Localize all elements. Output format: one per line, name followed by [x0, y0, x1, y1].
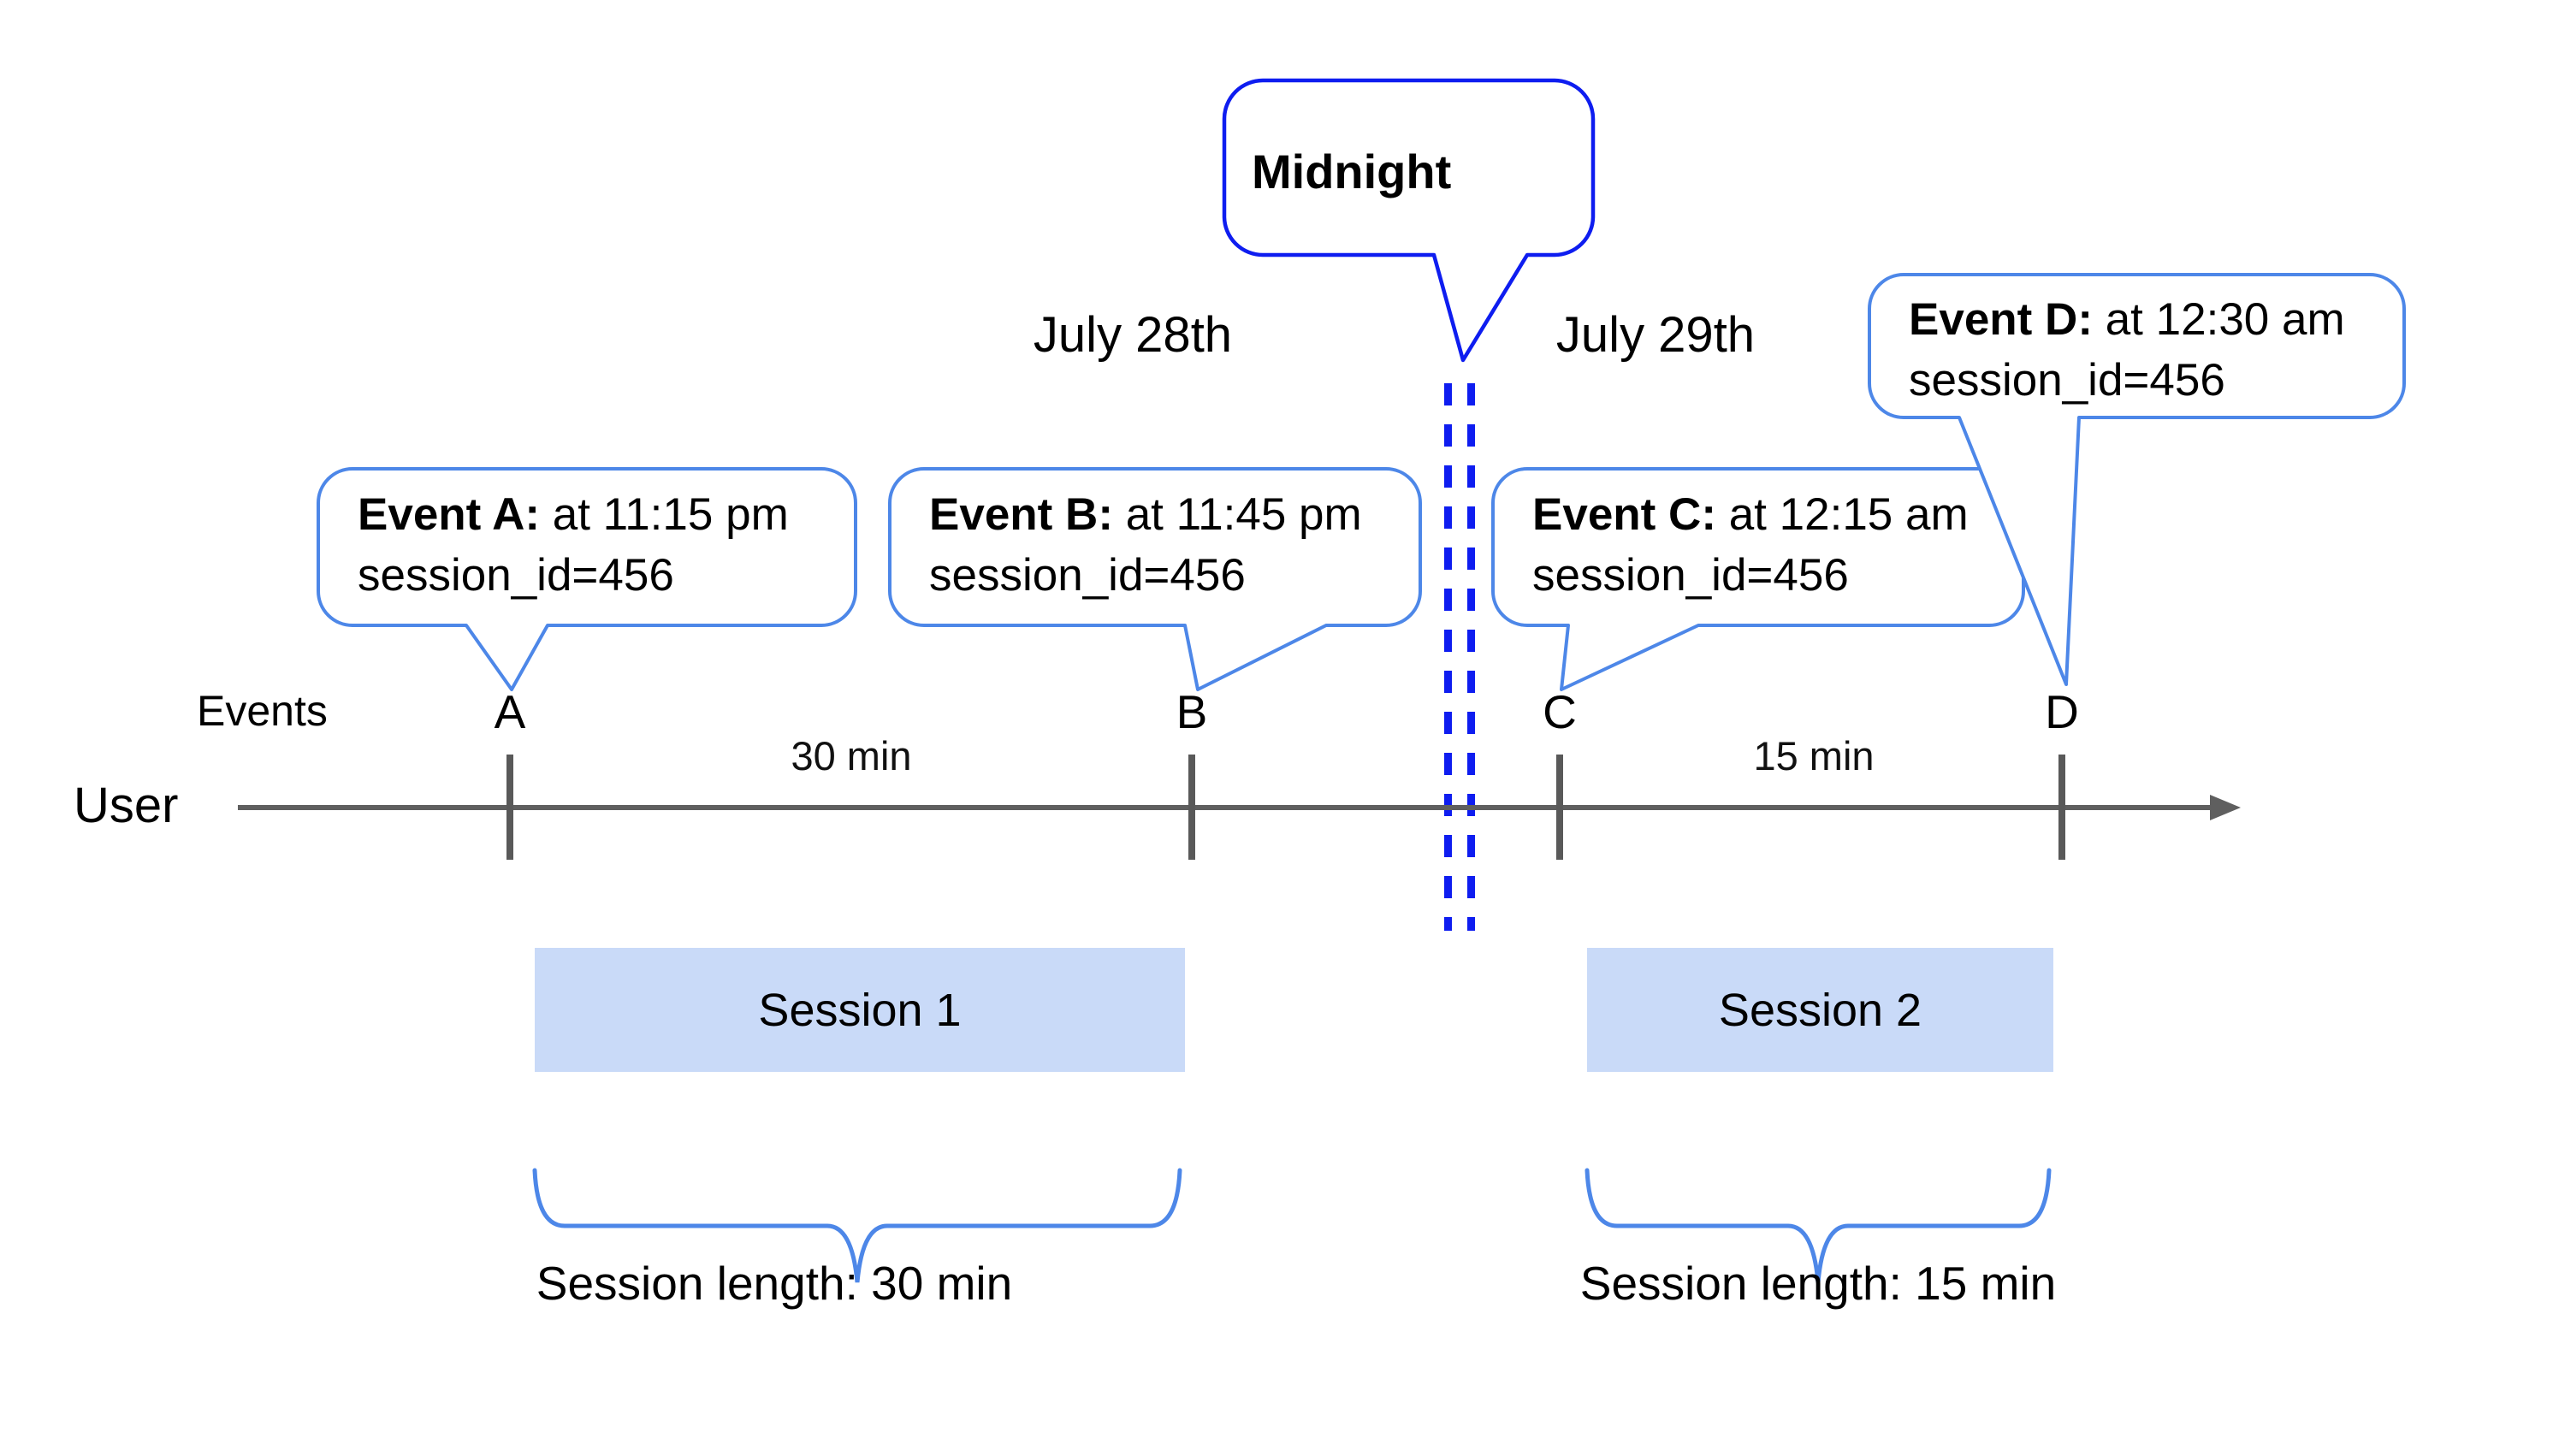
event-letter-b: B — [1176, 685, 1208, 738]
event-a-line1: Event A: at 11:15 pm — [358, 489, 789, 540]
events-row-label: Events — [197, 687, 328, 735]
event-d-line1: Event D: at 12:30 am — [1909, 294, 2345, 345]
tick-event-a — [506, 755, 513, 860]
event-c-text: Event C: at 12:15 am session_id=456 — [1532, 484, 1969, 606]
session-2-brace — [1585, 1168, 2052, 1283]
event-a-text: Event A: at 11:15 pm session_id=456 — [358, 484, 789, 606]
midnight-label: Midnight — [1252, 145, 1452, 198]
session-2-box: Session 2 — [1587, 948, 2053, 1072]
timeline-arrowhead-icon — [2210, 795, 2241, 820]
session-2-label: Session 2 — [1718, 984, 1922, 1036]
event-c-line2: session_id=456 — [1532, 550, 1849, 601]
event-letter-a: A — [494, 685, 526, 738]
event-b-line2: session_id=456 — [929, 550, 1246, 601]
event-a-line2: session_id=456 — [358, 550, 674, 601]
event-a-bubble — [317, 467, 857, 691]
event-c-line1: Event C: at 12:15 am — [1532, 489, 1969, 540]
timeline-axis — [238, 805, 2210, 810]
tick-event-c — [1556, 755, 1563, 860]
midnight-dashed-line-right — [1467, 383, 1475, 931]
day-label-july-29: July 29th — [1555, 307, 1756, 363]
event-d-line2: session_id=456 — [1909, 355, 2225, 405]
event-letter-d: D — [2045, 685, 2079, 738]
tick-event-b — [1188, 755, 1195, 860]
event-b-line1: Event B: at 11:45 pm — [929, 489, 1362, 540]
session-2-length-label: Session length: 15 min — [1579, 1257, 2057, 1310]
event-letter-c: C — [1543, 685, 1577, 738]
midnight-dashed-line-left — [1444, 383, 1452, 931]
interval-label-30min: 30 min — [791, 733, 912, 778]
event-b-text: Event B: at 11:45 pm session_id=456 — [929, 484, 1362, 606]
interval-label-15min: 15 min — [1753, 733, 1875, 778]
session-1-box: Session 1 — [535, 948, 1185, 1072]
user-row-label: User — [74, 778, 179, 833]
session-1-label: Session 1 — [758, 984, 962, 1036]
event-d-text: Event D: at 12:30 am session_id=456 — [1909, 289, 2345, 411]
event-b-bubble — [888, 467, 1422, 691]
midnight-bubble — [1222, 78, 1596, 363]
event-d-bubble — [1868, 273, 2406, 686]
session-1-length-label: Session length: 30 min — [536, 1257, 1013, 1310]
tick-event-d — [2058, 755, 2065, 860]
day-label-july-28: July 28th — [1033, 307, 1233, 363]
session-1-brace — [532, 1168, 1182, 1283]
